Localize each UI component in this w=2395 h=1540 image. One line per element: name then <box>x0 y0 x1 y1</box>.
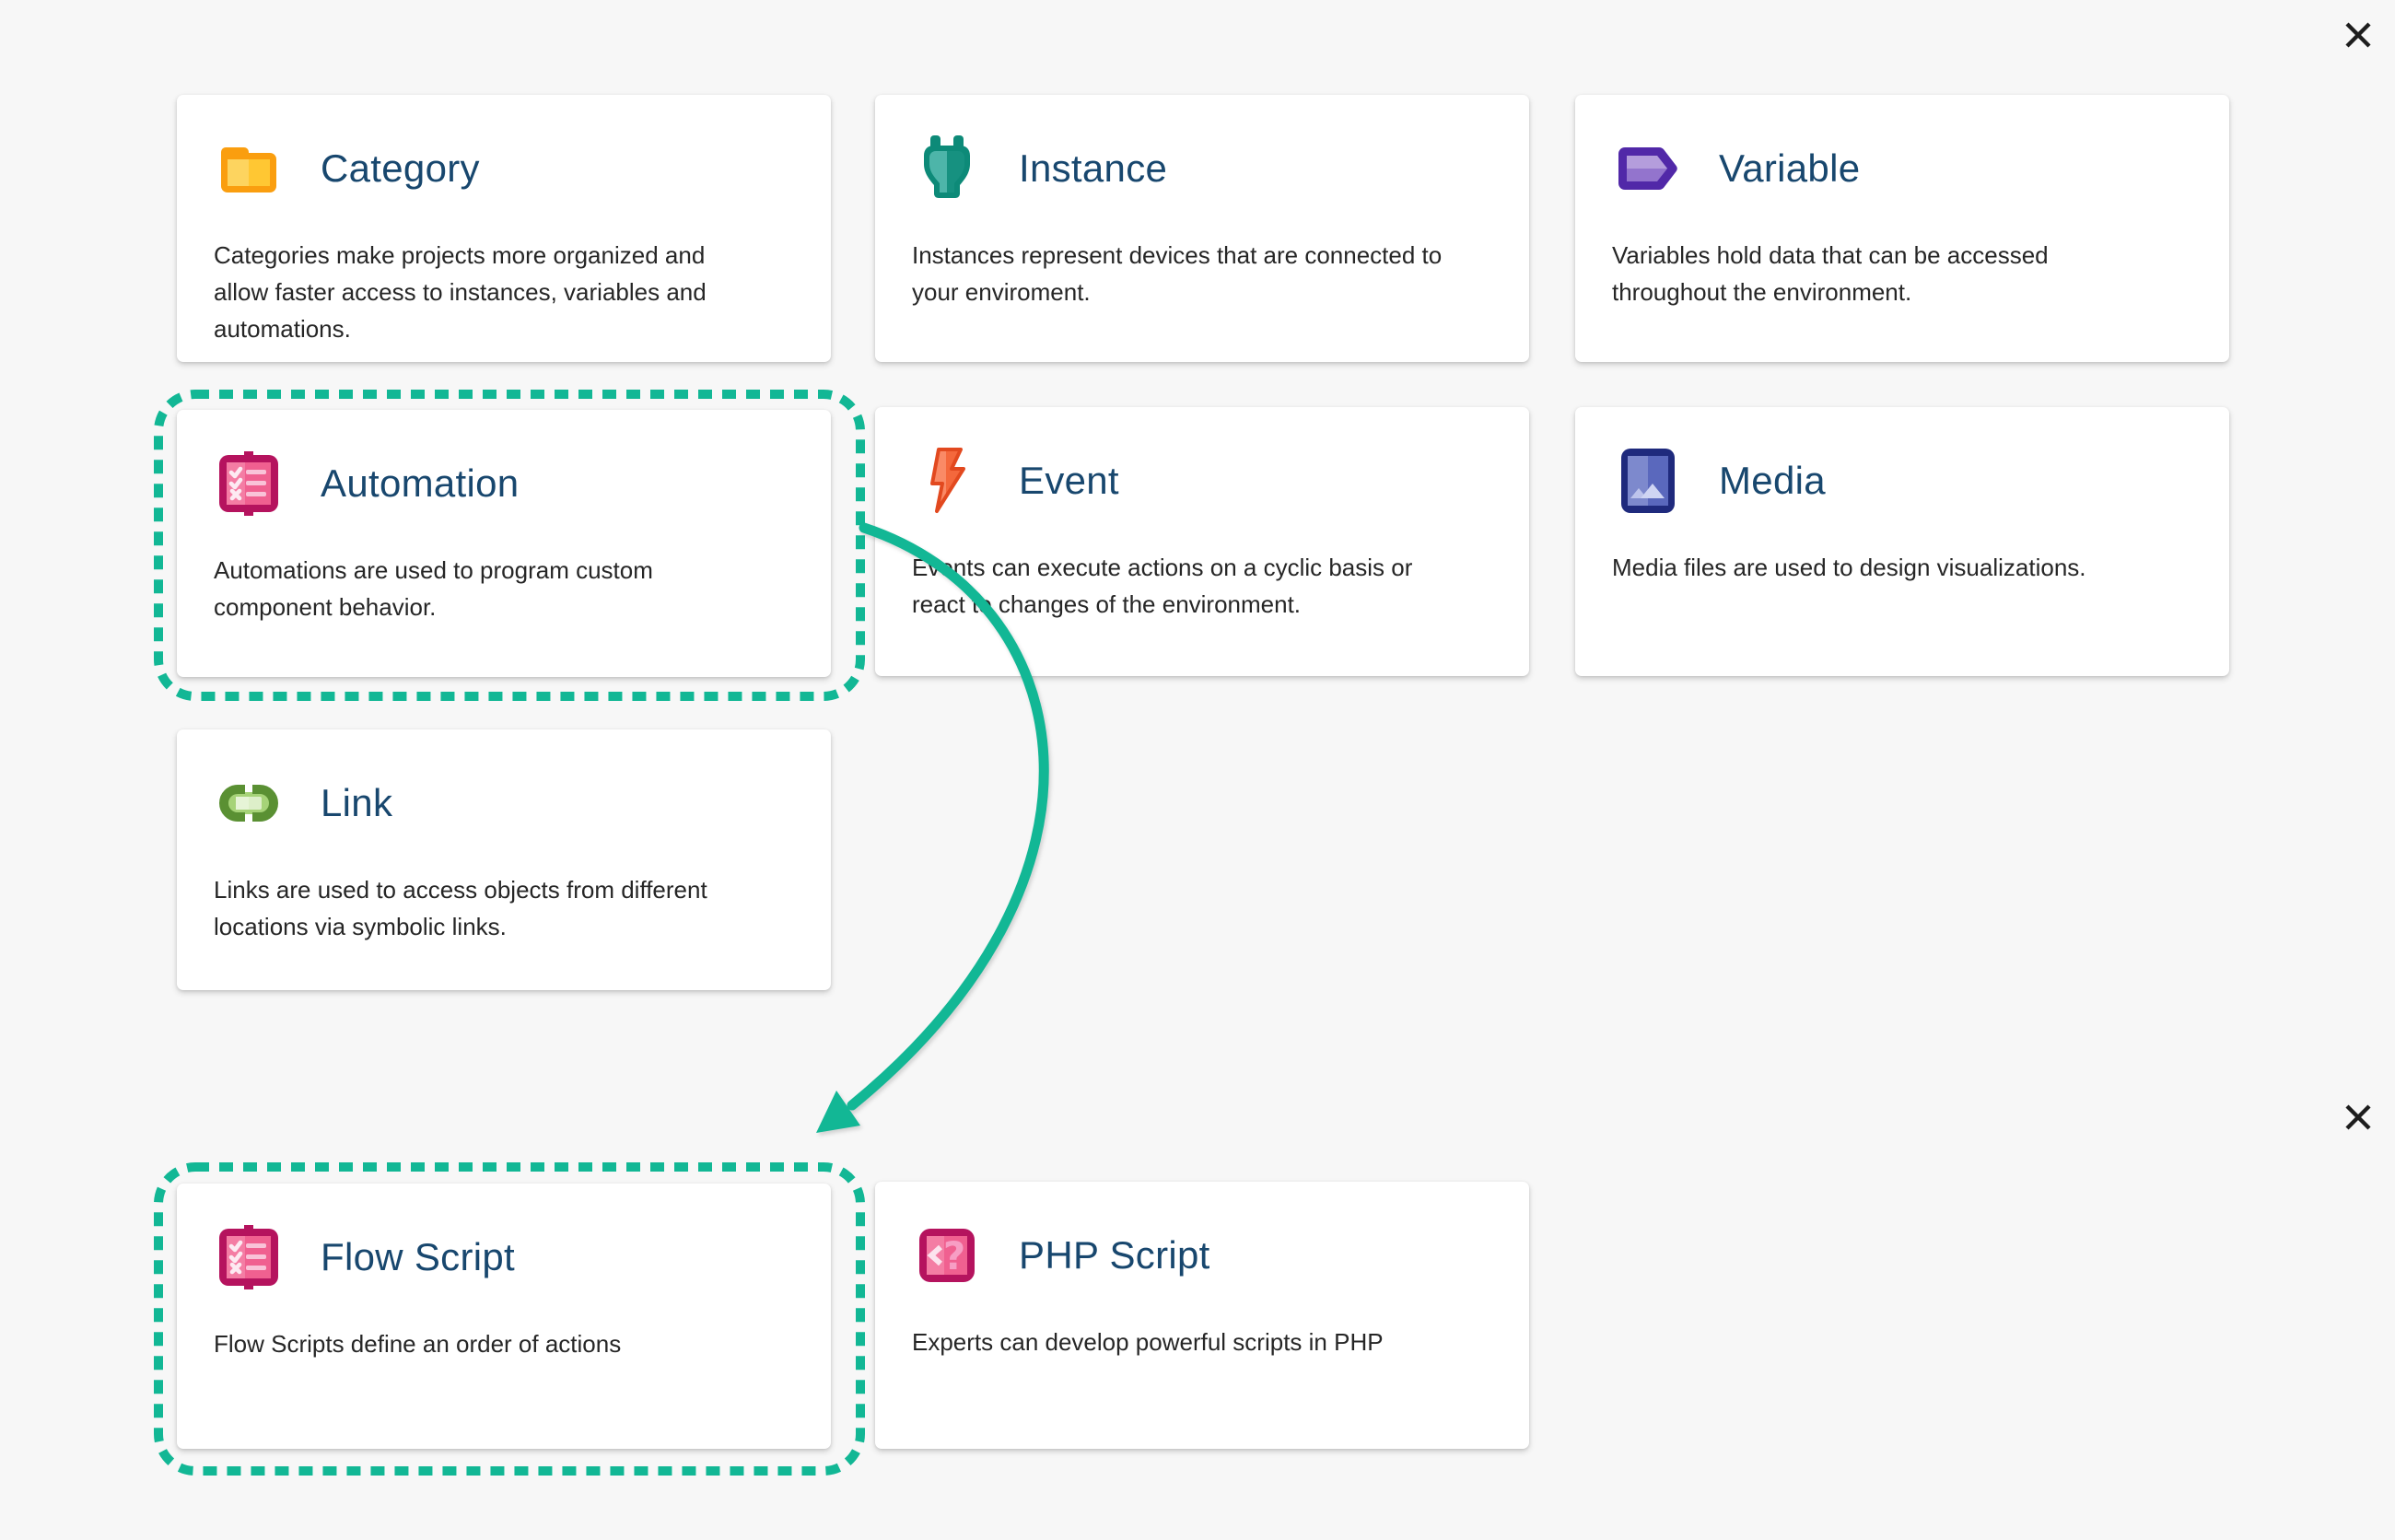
card-flow-script[interactable]: Flow Script Flow Scripts define an order… <box>177 1184 831 1449</box>
card-header: Automation <box>177 410 831 519</box>
card-description: Media files are used to design visualiza… <box>1612 554 2086 581</box>
card-title: Flow Script <box>321 1235 516 1278</box>
card-variable[interactable]: Variable Variables hold data that can be… <box>1575 95 2229 362</box>
card-header: Flow Script <box>177 1184 831 1292</box>
card-title: Link <box>321 781 393 824</box>
checklist-icon <box>214 1222 284 1292</box>
close-button-top[interactable] <box>2342 19 2374 51</box>
card-description: Events can execute actions on a cyclic b… <box>912 554 1413 618</box>
card-description: Automations are used to program custom c… <box>214 556 653 621</box>
card-header: Variable <box>1575 95 2229 204</box>
card-title: Category <box>321 146 480 190</box>
card-header: ? PHP Script <box>875 1182 1529 1290</box>
plug-icon <box>912 134 982 204</box>
checklist-icon <box>214 449 284 519</box>
svg-text:?: ? <box>943 1233 965 1278</box>
chain-link-icon <box>214 768 284 838</box>
card-title: Instance <box>1019 146 1168 190</box>
card-category[interactable]: Category Categories make projects more o… <box>177 95 831 362</box>
card-event[interactable]: Event Events can execute actions on a cy… <box>875 407 1529 676</box>
php-code-icon: ? <box>912 1220 982 1290</box>
card-php-script[interactable]: ? PHP Script Experts can develop powerfu… <box>875 1182 1529 1449</box>
card-media[interactable]: Media Media files are used to design vis… <box>1575 407 2229 676</box>
card-description: Variables hold data that can be accessed… <box>1612 241 2049 306</box>
card-title: PHP Script <box>1019 1233 1210 1277</box>
card-title: Automation <box>321 461 520 505</box>
card-title: Media <box>1719 459 1826 502</box>
card-description: Links are used to access objects from di… <box>214 876 707 940</box>
card-header: Event <box>875 407 1529 516</box>
close-icon <box>2345 22 2371 48</box>
image-icon <box>1612 446 1682 516</box>
close-button-bottom[interactable] <box>2342 1102 2374 1133</box>
card-header: Media <box>1575 407 2229 516</box>
card-link[interactable]: Link Links are used to access objects fr… <box>177 729 831 990</box>
card-header: Link <box>177 729 831 838</box>
lightning-icon <box>912 446 982 516</box>
folder-icon <box>214 134 284 204</box>
card-instance[interactable]: Instance Instances represent devices tha… <box>875 95 1529 362</box>
card-description: Flow Scripts define an order of actions <box>214 1330 622 1358</box>
card-automation[interactable]: Automation Automations are used to progr… <box>177 410 831 677</box>
close-icon <box>2345 1104 2371 1130</box>
arrowhead <box>816 1091 860 1133</box>
card-header: Instance <box>875 95 1529 204</box>
card-title: Event <box>1019 459 1119 502</box>
card-header: Category <box>177 95 831 204</box>
card-description: Instances represent devices that are con… <box>912 241 1443 306</box>
card-title: Variable <box>1719 146 1861 190</box>
variable-tag-icon <box>1612 134 1682 204</box>
card-description: Experts can develop powerful scripts in … <box>912 1328 1384 1356</box>
card-description: Categories make projects more organized … <box>214 241 707 343</box>
